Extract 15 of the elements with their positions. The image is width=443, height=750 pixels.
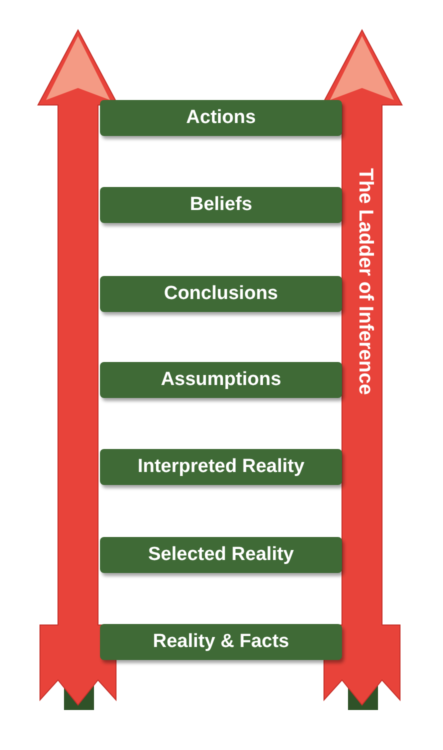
rung-label: Selected Reality <box>148 544 294 566</box>
ladder-rung <box>100 537 342 573</box>
ladder-rung <box>100 187 342 223</box>
ladder-rung <box>100 276 342 312</box>
ladder-rung <box>100 100 342 136</box>
rung-label: Actions <box>186 107 256 129</box>
rung-label: Beliefs <box>190 194 252 216</box>
ladder-rung <box>100 362 342 398</box>
ladder-rung <box>100 624 342 660</box>
rung-label: Interpreted Reality <box>138 456 304 478</box>
rung-label: Reality & Facts <box>152 631 290 653</box>
rung-label: Conclusions <box>164 283 278 305</box>
title: The Ladder of Inference <box>354 167 376 397</box>
rung-label: Assumptions <box>160 369 282 391</box>
ladder-rung <box>100 449 342 485</box>
